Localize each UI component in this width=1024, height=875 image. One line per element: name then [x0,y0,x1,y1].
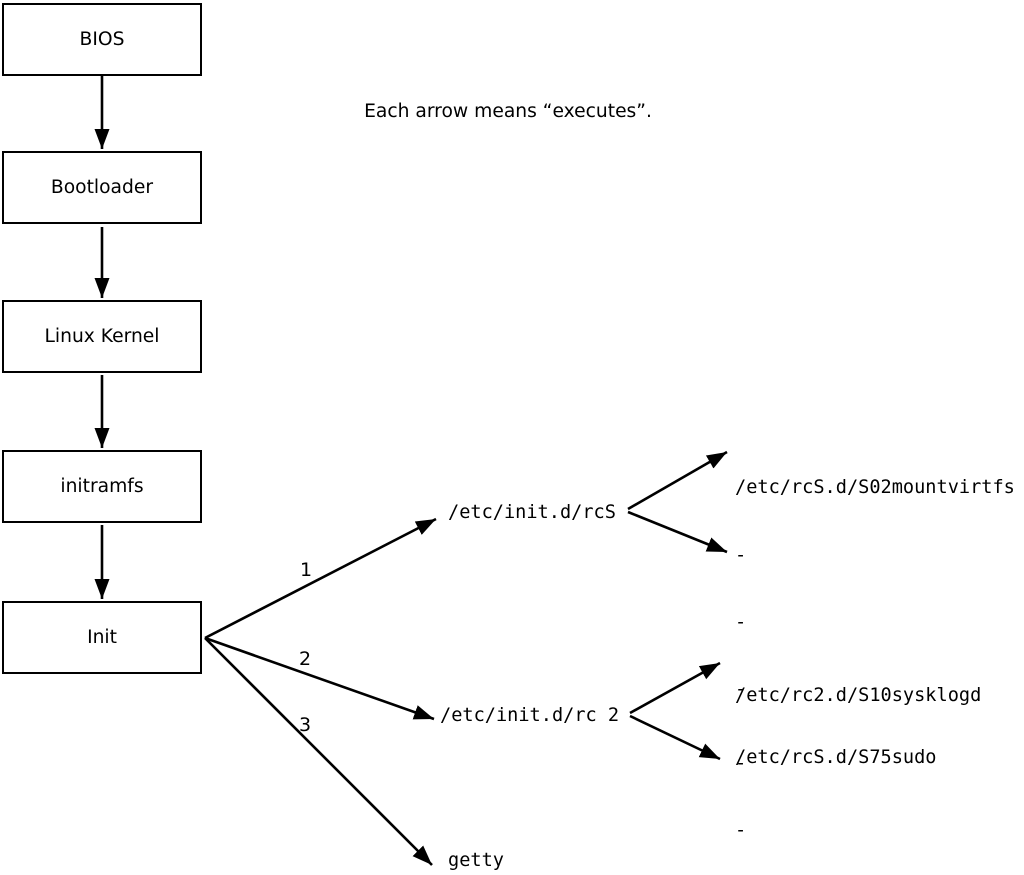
caption-text: Each arrow means “executes”. [364,101,652,122]
script-rc2-label: /etc/init.d/rc 2 [440,705,620,726]
list-item: - [735,819,747,841]
edge-init-rc2 [204,636,435,721]
node-bootloader: Bootloader [2,151,202,224]
rcs-children-list: /etc/rcS.d/S02mountvirtfs - - - /etc/rcS… [735,433,1015,812]
script-rcs-label: /etc/init.d/rcS [448,502,616,523]
list-item: - [735,544,747,566]
node-init-label: Init [87,627,117,648]
edge-label-2: 2 [298,648,312,670]
edge-label-1: 1 [299,559,313,581]
node-initramfs: initramfs [2,450,202,523]
node-linux-kernel-label: Linux Kernel [44,326,160,347]
list-item: /etc/rcS.d/S02mountvirtfs [735,477,1015,499]
edge-rcs-s02mountvirtfs [627,450,728,511]
list-item: /etc/rcS.d/S75sudo [735,746,937,768]
list-item: - [735,679,747,701]
list-item: - [735,752,747,774]
edge-rc2-s10sysklogd [629,661,721,715]
node-initramfs-label: initramfs [60,476,144,497]
rc2-children-list: /etc/rc2.d/S10sysklogd - - - /etc/rc2.d/… [735,641,981,875]
edge-init-rcs [204,517,437,640]
edge-rcs-s75sudo [627,510,728,554]
node-linux-kernel: Linux Kernel [2,300,202,373]
list-item: /etc/rc2.d/S10sysklogd [735,685,982,707]
node-bios-label: BIOS [79,29,125,50]
node-bootloader-label: Bootloader [50,177,154,198]
list-item: - [735,611,747,633]
edge-init-getty [204,637,433,866]
node-bios: BIOS [2,3,202,76]
script-getty-label: getty [448,850,504,871]
node-init: Init [2,601,202,674]
edge-label-3: 3 [298,714,312,736]
edge-rc2-s99gdm [629,714,721,761]
